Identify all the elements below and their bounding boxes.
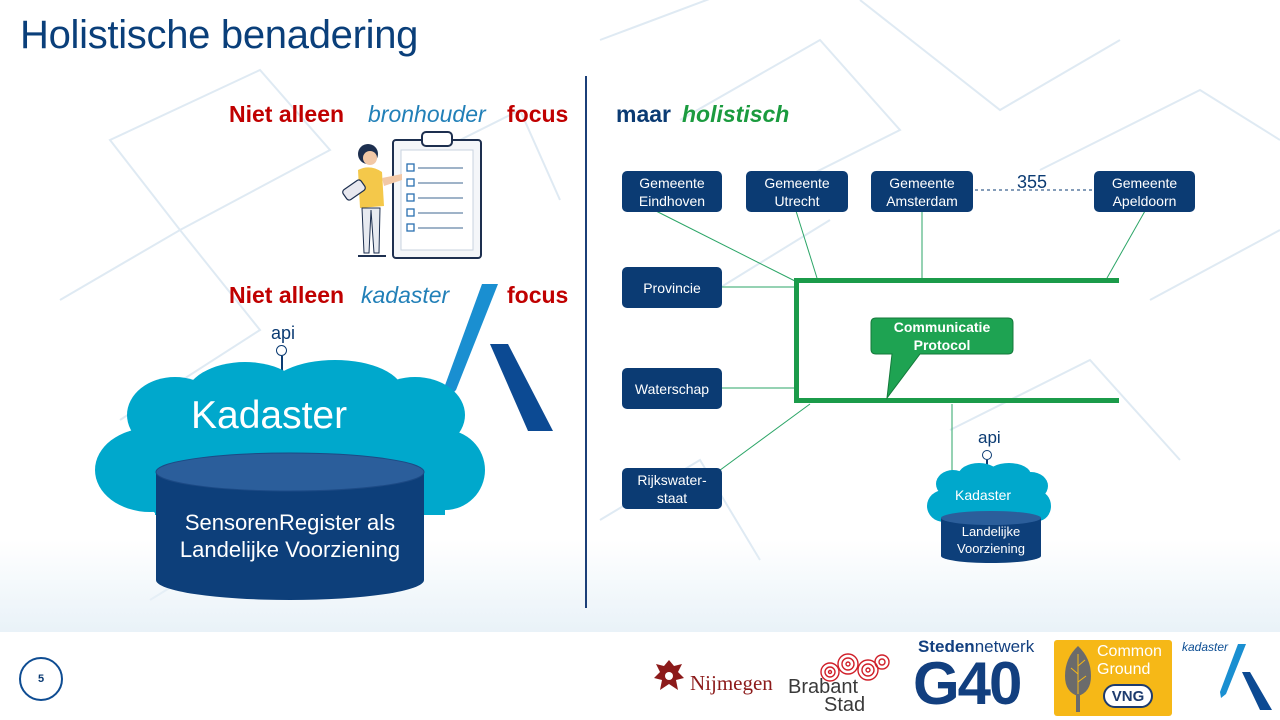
vng-logo: VNG — [1103, 684, 1153, 708]
node-eindhoven-line1: Gemeente — [639, 174, 705, 191]
database-cylinder-large — [155, 452, 425, 600]
common-ground-line1: Common — [1097, 643, 1162, 660]
heading-right-prefix: maar — [616, 101, 671, 127]
brabantstad-logo-icon — [820, 653, 890, 682]
tree-icon — [1065, 646, 1091, 712]
kadaster-cloud-small-label: Kadaster — [955, 487, 1012, 503]
node-apeldoorn-line1: Gemeente — [1111, 174, 1178, 191]
heading1-prefix: Niet alleen — [229, 101, 345, 127]
heading2-emph: kadaster — [361, 282, 450, 308]
count-355-label: 355 — [1017, 172, 1048, 192]
callout-line2: Protocol — [913, 337, 971, 353]
database-cylinder-small — [941, 511, 1041, 563]
heading1-emph: bronhouder — [368, 101, 486, 127]
nijmegen-logo-text: Nijmegen — [690, 671, 773, 695]
database-small-line1: Landelijke — [961, 524, 1021, 539]
api-label-right: api — [978, 428, 1001, 447]
page-number: 5 — [19, 657, 63, 701]
communicatie-protocol-callout: Communicatie Protocol — [871, 318, 1013, 354]
heading-right-emph: holistisch — [682, 101, 790, 127]
api-connector-right — [982, 450, 992, 460]
heading1-suffix: focus — [507, 101, 569, 127]
callout-line1: Communicatie — [893, 319, 991, 335]
heading2-prefix: Niet alleen — [229, 282, 345, 308]
common-ground-text: Common Ground — [1097, 643, 1162, 679]
node-utrecht-line1: Gemeente — [764, 174, 830, 191]
kadaster-logo-text: kadaster — [1182, 640, 1229, 654]
g40-logo: G40 — [913, 650, 1022, 717]
clipboard-illustration — [342, 131, 482, 259]
slide-title: Holistische benadering — [20, 13, 419, 57]
node-provincie-label: Provincie — [643, 279, 701, 296]
node-rijkswaterstaat-line2: staat — [656, 489, 688, 506]
database-label-small: Landelijke Voorziening — [940, 523, 1042, 557]
node-provincie: Provincie — [622, 267, 722, 308]
api-label-left: api — [271, 323, 296, 343]
api-connector-left — [276, 345, 287, 356]
database-label-large: SensorenRegister als Landelijke Voorzien… — [155, 510, 425, 564]
common-ground-line2: Ground — [1097, 661, 1151, 678]
node-amsterdam-line1: Gemeente — [889, 174, 955, 191]
network-diagram — [655, 189, 1146, 491]
database-label-line2: Landelijke Voorziening — [179, 536, 401, 562]
g40-top-bold: Steden — [918, 637, 975, 656]
kadaster-logo-small — [1220, 644, 1272, 710]
node-utrecht-line2: Utrecht — [774, 192, 820, 209]
divider-line — [585, 76, 587, 608]
database-label-line1: SensorenRegister als — [184, 510, 396, 535]
brabantstad-line1: Brabant — [788, 676, 859, 698]
node-rijkswaterstaat: Rijkswater-staat — [622, 468, 722, 509]
node-rijkswaterstaat-line1: Rijkswater- — [637, 471, 707, 488]
node-waterschap: Waterschap — [622, 368, 722, 409]
node-apeldoorn-line2: Apeldoorn — [1112, 192, 1177, 209]
kadaster-cloud-label: Kadaster — [191, 394, 348, 437]
g40-logo-top: Stedennetwerk — [918, 637, 1034, 657]
node-amsterdam-line2: Amsterdam — [886, 192, 958, 209]
api-stem-left — [281, 356, 283, 372]
node-eindhoven-line2: Eindhoven — [638, 192, 706, 209]
nijmegen-logo-icon — [654, 660, 684, 690]
g40-top-light: netwerk — [974, 637, 1035, 656]
heading2-suffix: focus — [507, 282, 569, 308]
brabantstad-line2: Stad — [824, 694, 866, 716]
node-waterschap-label: Waterschap — [634, 380, 710, 397]
database-small-line2: Voorziening — [957, 541, 1025, 556]
kadaster-logo-large — [444, 284, 553, 431]
brabantstad-logo-text: Brabant Stad — [788, 676, 866, 716]
